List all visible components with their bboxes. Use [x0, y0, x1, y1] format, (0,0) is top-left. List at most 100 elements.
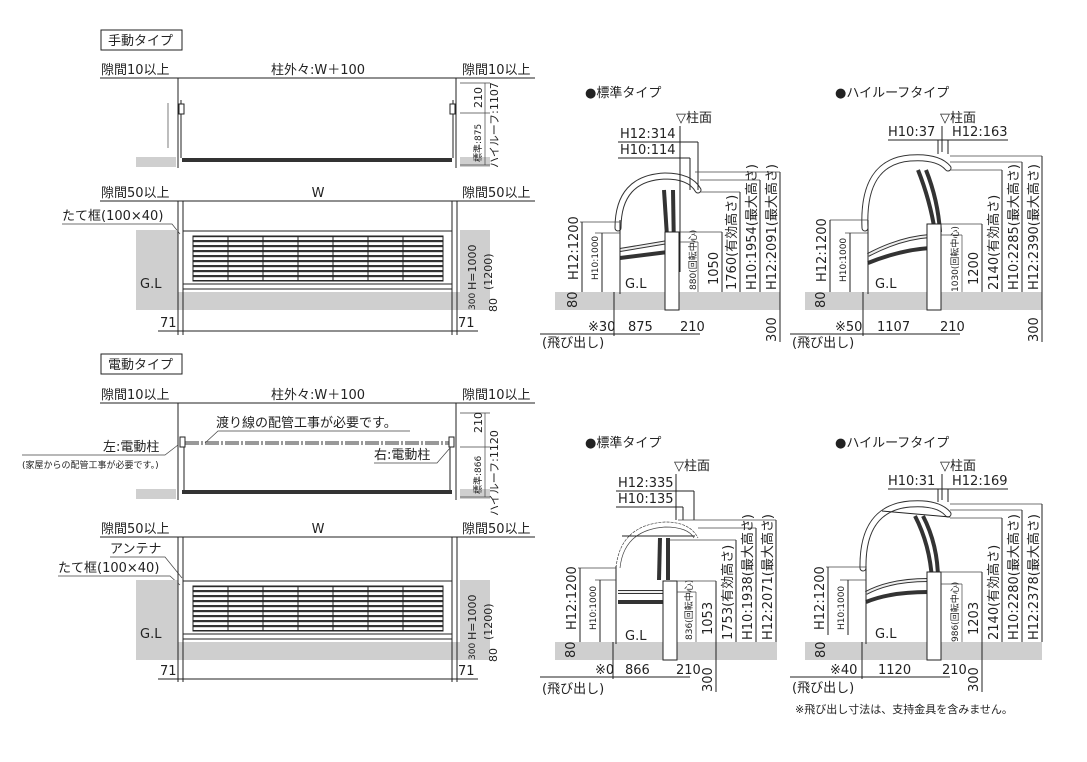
gap-top-right: 隙間10以上 — [462, 63, 531, 78]
side-title: ●標準タイプ — [585, 85, 661, 101]
side-title: ●標準タイプ — [585, 435, 661, 451]
h10-height: H10:1000 — [589, 586, 599, 630]
side-title: ●ハイルーフタイプ — [835, 436, 949, 451]
dim-300: 300 — [468, 293, 478, 310]
span: 1107 — [877, 320, 910, 335]
manual-gate-panel — [182, 230, 453, 290]
max-height-h12: H12:2378(最大高さ) — [1026, 514, 1042, 640]
rotation-center: 1030(回転中心) — [949, 226, 961, 292]
right-post-label: 右:電動柱 — [374, 448, 430, 463]
antenna-label: アンテナ — [110, 542, 161, 557]
gap-top-right: 隙間10以上 — [462, 388, 531, 403]
gap-top-left: 隙間10以上 — [101, 63, 170, 78]
frame-label: たて框(100×40) — [58, 561, 159, 576]
post-height: 1203 — [967, 602, 982, 635]
side-title: ●ハイルーフタイプ — [835, 86, 949, 101]
height: H=1000 — [466, 245, 479, 290]
projection: ※50 — [835, 320, 862, 335]
top-dim-b: H12:163 — [952, 125, 1008, 140]
projection-label: (飛び出し) — [542, 336, 604, 351]
manual-type-drawing: 手動タイプ 隙間10以上 柱外々:W＋100 隙間10以上 210 標準:875… — [62, 29, 535, 335]
dim-standard: 標準:875 — [472, 124, 484, 162]
max-height-h12: H12:2071(最大高さ) — [760, 514, 776, 640]
gap-top-left: 隙間10以上 — [101, 388, 170, 403]
left-post-label: 左:電動柱 — [103, 440, 159, 455]
h10-height: H10:1000 — [837, 586, 847, 630]
gate-plan-bar — [182, 158, 452, 162]
dim-300: 300 — [701, 667, 716, 692]
ground-level: G.L — [140, 627, 162, 642]
dim-300: 300 — [468, 643, 478, 660]
dim-71-right: 71 — [458, 316, 475, 331]
height: H=1000 — [466, 595, 479, 640]
dim-71-left: 71 — [160, 316, 177, 331]
column-face: ▽柱面 — [674, 459, 710, 474]
max-height-h12: H12:2091(最大高さ) — [764, 164, 780, 290]
ground-level: G.L — [875, 627, 897, 642]
electric-gate-panel — [182, 580, 453, 640]
effective-height: 2140(有効高さ) — [986, 195, 1002, 290]
ground-level: G.L — [140, 277, 162, 292]
rotation-center: 836(回転中心) — [683, 580, 695, 640]
top-dim-b: H10:114 — [620, 143, 676, 158]
top-dim-a: H12:314 — [620, 127, 676, 142]
dim-80: 80 — [566, 291, 581, 308]
dim-210: 210 — [676, 663, 701, 678]
max-height-h10: H10:2285(最大高さ) — [1006, 164, 1022, 290]
max-height-h10: H10:1954(最大高さ) — [744, 164, 760, 290]
footnote: ※飛び出し寸法は、支持金具を含みません。 — [795, 702, 1013, 716]
dim-210: 210 — [680, 320, 705, 335]
gap-bottom-left: 隙間50以上 — [101, 186, 170, 201]
ground-level: G.L — [625, 629, 647, 644]
h12-height: H12:1200 — [567, 216, 582, 280]
rotation-center: 986(回転中心) — [949, 582, 961, 642]
projection: ※40 — [830, 663, 857, 678]
dim-300: 300 — [967, 667, 982, 692]
rotation-center: 880(回転中心) — [687, 230, 699, 290]
h12-height: H12:1200 — [565, 566, 580, 630]
dim-210: 210 — [472, 412, 485, 433]
post-height: 1053 — [701, 602, 716, 635]
dim-210: 210 — [472, 87, 485, 108]
projection-label: (飛び出し) — [792, 681, 854, 696]
dim-80: 80 — [814, 641, 829, 658]
dim-highroof: ハイルーフ:1120 — [488, 430, 501, 516]
span: 1120 — [878, 663, 911, 678]
gap-bottom-left: 隙間50以上 — [101, 522, 170, 537]
effective-height: 2140(有効高さ) — [986, 545, 1002, 640]
top-dim-a: H12:335 — [618, 476, 674, 491]
dim-80: 80 — [564, 641, 579, 658]
dim-210: 210 — [940, 320, 965, 335]
top-dim-a: H10:31 — [888, 474, 935, 489]
effective-height: 1753(有効高さ) — [720, 545, 736, 640]
side-view-electric-highroof: ●ハイルーフタイプ ▽柱面 H10:31 H12:169 H12:1200 H1… — [790, 436, 1043, 696]
column-face: ▽柱面 — [940, 111, 976, 126]
dim-80: 80 — [487, 648, 500, 662]
dim-71-right: 71 — [458, 664, 475, 679]
dim-300: 300 — [765, 317, 780, 342]
dim-80: 80 — [487, 298, 500, 312]
frame-label: たて框(100×40) — [62, 209, 163, 224]
left-post-note: (家屋からの配管工事が必要です。) — [22, 459, 159, 471]
span: 866 — [625, 663, 650, 678]
span: 875 — [628, 320, 653, 335]
h12-height: H12:1200 — [815, 218, 830, 282]
manual-type-label-box — [100, 29, 183, 51]
column-face: ▽柱面 — [940, 459, 976, 474]
side-view-manual-standard: ●標準タイプ ▽柱面 H12:314 H10:114 H12:1200 H10:… — [540, 85, 781, 351]
h12-height: H12:1200 — [813, 566, 828, 630]
dim-210: 210 — [942, 663, 967, 678]
width-dimension: W — [312, 186, 325, 201]
projection-label: (飛び出し) — [542, 682, 604, 697]
ground-level: G.L — [875, 277, 897, 292]
height-alt: (1200) — [482, 253, 495, 290]
post-height: 1200 — [967, 252, 982, 285]
column-face: ▽柱面 — [676, 111, 712, 126]
post-outer-dimension: 柱外々:W＋100 — [271, 388, 365, 403]
height-alt: (1200) — [482, 603, 495, 640]
top-dim-b: H12:169 — [952, 474, 1008, 489]
projection: ※0 — [595, 663, 614, 678]
wiring-note: 渡り線の配管工事が必要です。 — [216, 415, 397, 431]
width-dimension: W — [312, 522, 325, 537]
